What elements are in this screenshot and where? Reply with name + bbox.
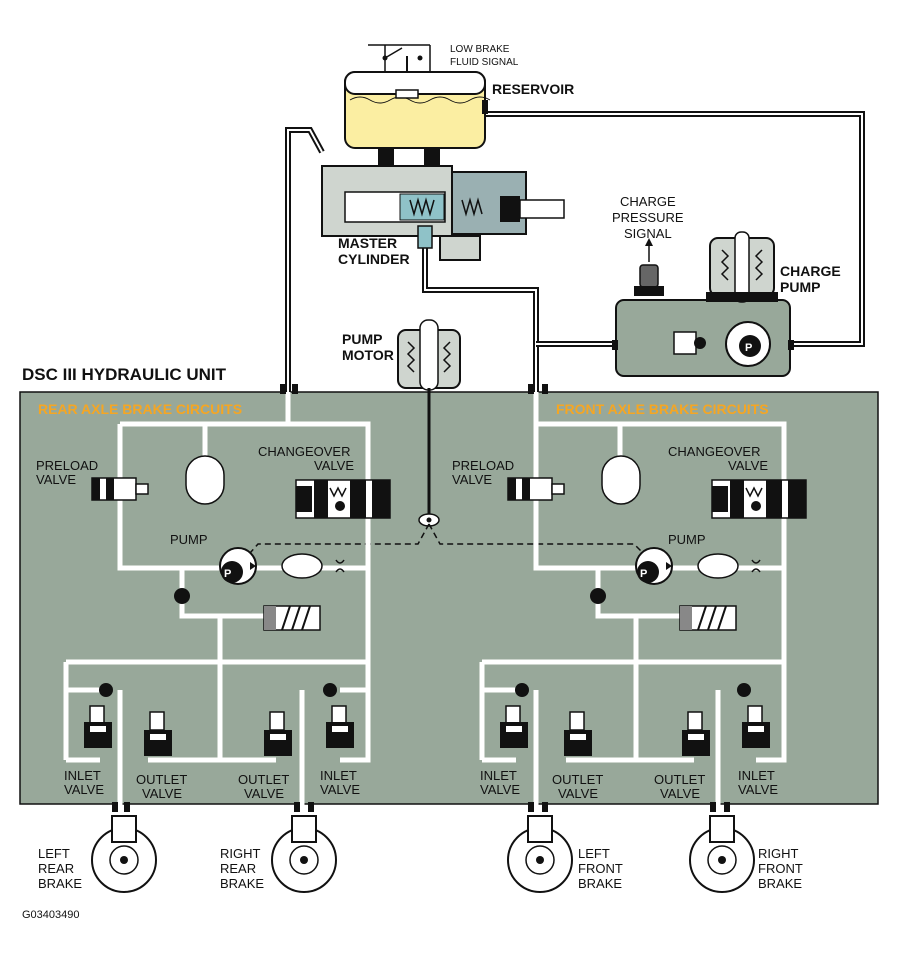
right-front-brake-label-3: BRAKE: [758, 876, 802, 891]
rear-pump-label: PUMP: [170, 532, 208, 547]
rear-left-inlet-label-2: VALVE: [64, 782, 104, 797]
pump-motor: [397, 319, 461, 527]
front-right-outlet-valve: [682, 711, 710, 756]
low-brake-label-2: FLUID SIGNAL: [450, 57, 519, 68]
left-front-brake-label-1: LEFT: [578, 846, 610, 861]
rear-right-inlet-label-2: VALVE: [320, 782, 360, 797]
left-front-brake-label-2: FRONT: [578, 861, 623, 876]
front-changeover-valve: [711, 479, 807, 519]
rear-right-outlet-label-2: VALVE: [244, 786, 284, 801]
right-front-brake-label-1: RIGHT: [758, 846, 799, 861]
left-rear-brake-label-1: LEFT: [38, 846, 70, 861]
rear-changeover-label-2: VALVE: [314, 458, 354, 473]
rear-left-outlet-valve: [144, 711, 172, 756]
rear-right-inlet-valve: [323, 683, 354, 748]
front-right-outlet-label-2: VALVE: [660, 786, 700, 801]
rear-preload-label-2: VALVE: [36, 472, 76, 487]
front-axle-label: FRONT AXLE BRAKE CIRCUITS: [556, 401, 769, 417]
rear-left-inlet-label-1: INLET: [64, 768, 101, 783]
front-left-outlet-label-2: VALVE: [558, 786, 598, 801]
front-right-inlet-label-1: INLET: [738, 768, 775, 783]
left-rear-brake-label-2: REAR: [38, 861, 74, 876]
rear-accumulator: [185, 455, 225, 505]
front-circuit-lines: [479, 392, 787, 808]
charge-pump-symbol: P: [745, 342, 752, 354]
rear-right-outlet-label-1: OUTLET: [238, 772, 289, 787]
rear-right-outlet-valve: [264, 711, 292, 756]
drive-line-front: [428, 523, 653, 563]
figure-id: G03403490: [22, 909, 80, 921]
front-changeover-label-2: VALVE: [728, 458, 768, 473]
right-rear-brake-label-3: BRAKE: [220, 876, 264, 891]
rear-axle-label: REAR AXLE BRAKE CIRCUITS: [38, 401, 242, 417]
left-front-brake-label-3: BRAKE: [578, 876, 622, 891]
unit-title: DSC III HYDRAULIC UNIT: [22, 365, 227, 384]
front-left-inlet-label-2: VALVE: [480, 782, 520, 797]
front-left-outlet-valve: [564, 711, 592, 756]
rear-pump-symbol: P: [224, 568, 231, 580]
rear-changeover-valve: [295, 479, 391, 519]
front-pump-symbol: P: [640, 568, 647, 580]
charge-pump-label-1: CHARGE: [780, 263, 841, 279]
front-changeover-label-1: CHANGEOVER: [668, 444, 760, 459]
pump-motor-label-1: PUMP: [342, 331, 382, 347]
low-brake-label-1: LOW BRAKE: [450, 44, 510, 55]
right-rear-brake-disc: [271, 815, 337, 893]
master-cylinder-label-2: CYLINDER: [338, 251, 410, 267]
front-left-inlet-label-1: INLET: [480, 768, 517, 783]
front-pump: [590, 547, 761, 604]
right-front-brake-label-2: FRONT: [758, 861, 803, 876]
left-front-brake-disc: [507, 815, 573, 893]
charge-pressure-label-2: PRESSURE: [612, 210, 684, 225]
front-preload-label-2: VALVE: [452, 472, 492, 487]
charge-pressure-label-3: SIGNAL: [624, 226, 672, 241]
master-cylinder: [321, 165, 565, 261]
rear-preload-label-1: PRELOAD: [36, 458, 98, 473]
rear-circuit-lines: [63, 392, 371, 808]
rear-changeover-label-1: CHANGEOVER: [258, 444, 350, 459]
right-rear-brake-label-1: RIGHT: [220, 846, 261, 861]
charge-pump-block: [612, 231, 794, 377]
rear-left-inlet-valve: [84, 683, 113, 748]
rear-preload-valve: [91, 477, 149, 501]
left-rear-brake-label-3: BRAKE: [38, 876, 82, 891]
reservoir-label: RESERVOIR: [492, 81, 574, 97]
front-pump-label: PUMP: [668, 532, 706, 547]
port-stubs: [112, 384, 730, 812]
external-pipes: [285, 111, 865, 392]
front-left-inlet-valve: [500, 683, 529, 748]
charge-pressure-label-1: CHARGE: [620, 194, 676, 209]
front-right-inlet-label-2: VALVE: [738, 782, 778, 797]
front-right-inlet-valve: [737, 683, 770, 748]
right-front-brake-disc: [689, 815, 755, 893]
front-accumulator: [601, 455, 641, 505]
low-brake-fluid-switch: [368, 44, 431, 72]
front-preload-label-1: PRELOAD: [452, 458, 514, 473]
right-rear-brake-label-2: REAR: [220, 861, 256, 876]
reservoir: [344, 71, 491, 168]
front-left-outlet-label-1: OUTLET: [552, 772, 603, 787]
master-cylinder-label-1: MASTER: [338, 235, 397, 251]
left-rear-brake-disc: [91, 815, 157, 893]
rear-left-outlet-label-2: VALVE: [142, 786, 182, 801]
rear-damper: [263, 605, 321, 631]
rear-pump: [174, 547, 345, 604]
rear-right-inlet-label-1: INLET: [320, 768, 357, 783]
front-right-outlet-label-1: OUTLET: [654, 772, 705, 787]
rear-left-outlet-label-1: OUTLET: [136, 772, 187, 787]
front-preload-valve: [507, 477, 565, 501]
charge-pump-label-2: PUMP: [780, 279, 820, 295]
front-damper: [679, 605, 737, 631]
pump-motor-label-2: MOTOR: [342, 347, 394, 363]
